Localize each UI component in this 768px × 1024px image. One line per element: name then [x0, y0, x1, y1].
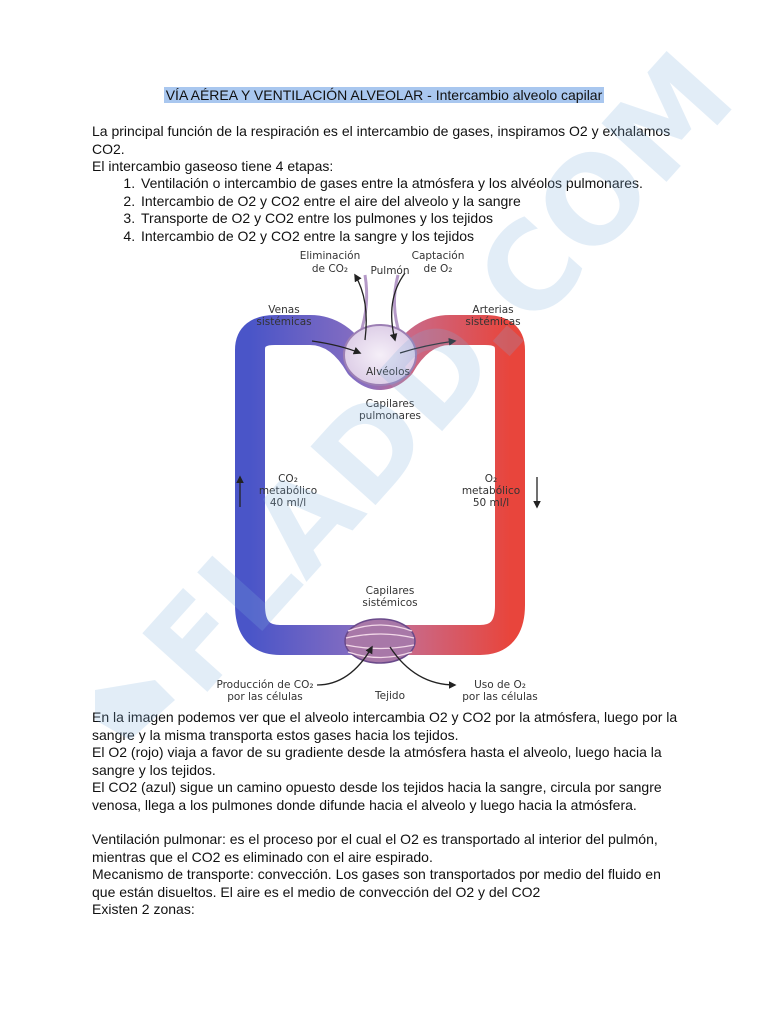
paragraph-line: Ventilación pulmonar: es el proceso por …	[92, 831, 658, 865]
label-elim: Eliminación	[300, 250, 360, 262]
label-elim: de CO₂	[312, 263, 348, 275]
label-o2: metabólico	[462, 485, 520, 497]
label-tejido: Tejido	[374, 690, 405, 702]
capillary-strand	[345, 633, 415, 639]
label-o2: 50 ml/l	[473, 497, 509, 509]
label-arterias: sistémicas	[465, 316, 520, 328]
label-uso: por las células	[462, 691, 538, 703]
paragraph-line: El CO2 (azul) sigue un camino opuesto de…	[92, 779, 662, 813]
label-arterias: Arterias	[472, 304, 513, 316]
o2-uptake-arrow	[389, 272, 406, 342]
paragraph-line: El O2 (rojo) viaja a favor de su gradien…	[92, 744, 662, 778]
alveolus	[343, 324, 417, 386]
airway	[393, 274, 402, 336]
label-venas: Venas	[268, 304, 299, 316]
label-cap-sist: sistémicos	[362, 597, 417, 609]
arterial-outflow-arrow	[399, 337, 457, 354]
label-cap-sist: Capilares	[366, 585, 415, 597]
label-prod: por las células	[227, 691, 303, 703]
paragraph-line: Existen 2 zonas:	[92, 901, 195, 918]
label-capt: de O₂	[424, 263, 453, 275]
list-item: Intercambio de O2 y CO2 entre la sangre …	[139, 228, 699, 246]
explanation-paragraph: En la imagen podemos ver que el alveolo …	[92, 709, 682, 815]
label-o2: O₂	[485, 473, 497, 485]
co2-elimination-arrow	[354, 273, 367, 341]
label-co2: CO₂	[278, 473, 298, 485]
co2-production-arrow	[316, 645, 373, 686]
systemic-capillary	[344, 618, 416, 664]
label-alveolos: Alvéolos	[366, 366, 410, 378]
label-prod: Producción de CO₂	[216, 679, 313, 691]
capillary-strand	[347, 624, 413, 632]
paragraph-line: Mecanismo de transporte: convección. Los…	[92, 866, 661, 900]
paragraph-line: En la imagen podemos ver que el alveolo …	[92, 709, 678, 743]
intro-paragraph: La principal función de la respiración e…	[92, 123, 682, 176]
label-co2: metabólico	[259, 485, 317, 497]
intro-line: El intercambio gaseoso tiene 4 etapas:	[92, 158, 334, 175]
label-cap-pulm: pulmonares	[359, 410, 421, 422]
label-co2: 40 ml/l	[270, 497, 306, 509]
intro-line: La principal función de la respiración e…	[92, 123, 671, 157]
o2-use-arrow	[389, 646, 457, 689]
page-title: VÍA AÉREA Y VENTILACIÓN ALVEOLAR - Inter…	[163, 87, 605, 103]
ventilation-paragraph: Ventilación pulmonar: es el proceso por …	[92, 831, 682, 919]
circulation-diagram: Eliminación de CO₂ Captación de O₂ Pulmó…	[216, 250, 541, 703]
venous-inflow-arrow	[311, 340, 362, 355]
list-item: Ventilación o intercambio de gases entre…	[139, 175, 699, 193]
capillary-strand	[345, 644, 415, 650]
capillary-strand	[347, 651, 413, 659]
label-capt: Captación	[412, 250, 465, 262]
label-pulmon: Pulmón	[370, 265, 409, 277]
list-item: Intercambio de O2 y CO2 entre el aire de…	[139, 193, 699, 211]
label-uso: Uso de O₂	[474, 679, 526, 691]
label-venas: sistémicas	[256, 316, 311, 328]
list-item: Transporte de O2 y CO2 entre los pulmone…	[139, 210, 699, 228]
label-cap-pulm: Capilares	[366, 398, 415, 410]
stages-list: Ventilación o intercambio de gases entre…	[92, 175, 699, 245]
